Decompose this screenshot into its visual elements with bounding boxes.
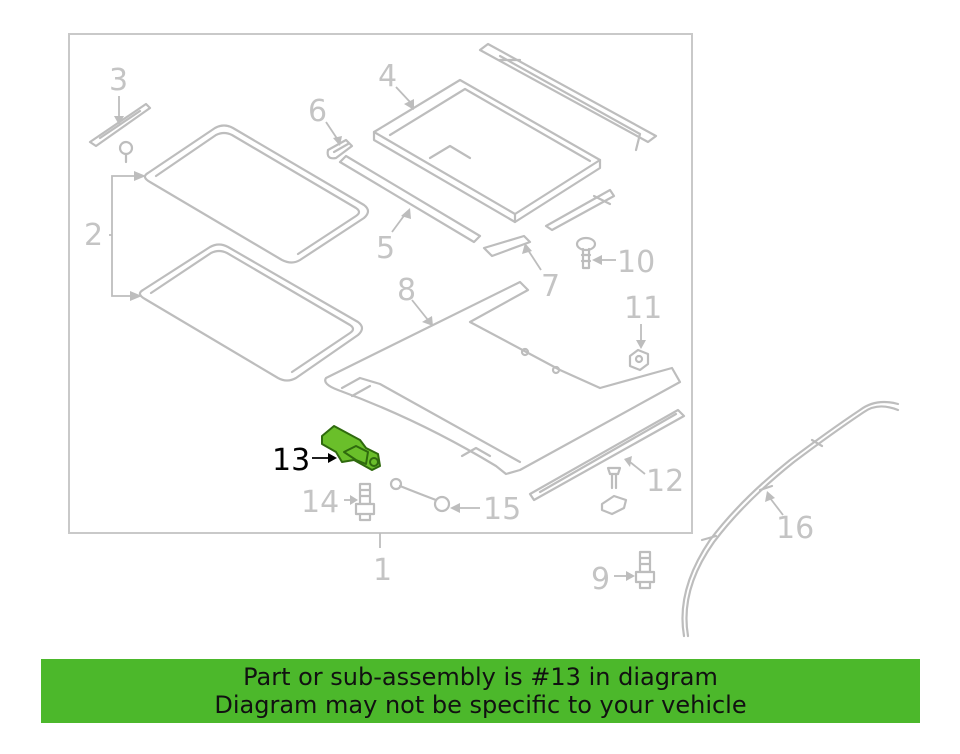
leader-2 [109,175,140,297]
leader-4 [395,86,411,103]
part-6-clip [326,138,354,160]
info-banner: Part or sub-assembly is #13 in diagram D… [41,659,920,723]
part-rail-strip-top [478,42,658,152]
part-12-pin [600,466,628,516]
part-11-nut [628,348,650,372]
callout-3: 3 [109,63,128,98]
part-15-cable [389,477,451,513]
callout-1: 1 [373,553,392,588]
callout-9: 9 [591,562,610,597]
callout-16: 16 [776,511,814,546]
leader-12 [629,461,646,475]
callout-6: 6 [308,94,327,129]
part-5-rod [338,154,482,244]
part-8-sunroof-frame [324,280,682,476]
callout-5: 5 [376,231,395,266]
leader-7 [527,249,542,271]
leader-6 [325,121,339,141]
parts-diagram: 1 2 3 4 5 6 7 8 9 10 11 12 13 14 15 16 [68,33,900,638]
callout-8: 8 [397,273,416,308]
callout-12: 12 [646,464,684,499]
banner-line-2: Diagram may not be specific to your vehi… [214,691,747,719]
banner-line-1: Part or sub-assembly is #13 in diagram [243,663,718,691]
callout-13: 13 [272,443,310,478]
callout-14: 14 [301,485,339,520]
callout-15: 15 [483,492,521,527]
callout-11: 11 [624,291,662,326]
part-16-drain-hose [681,400,900,638]
part-2-glass-upper [143,124,370,264]
part-2-glass-lower [138,243,364,382]
part-12-rail [528,408,686,502]
leader-8 [411,299,429,321]
callout-7: 7 [541,269,560,304]
part-10-screw [575,236,597,270]
part-9-bolt [634,550,656,590]
part-3-bracket [88,102,152,164]
part-4-sunshade [372,78,602,224]
part-14-bolt [354,482,376,522]
leader-16 [769,497,784,516]
part-7-deflector [482,188,616,258]
callout-2: 2 [84,218,103,253]
callout-10: 10 [617,245,655,280]
callout-4: 4 [378,59,397,94]
part-13-highlighted-bracket [321,425,381,471]
